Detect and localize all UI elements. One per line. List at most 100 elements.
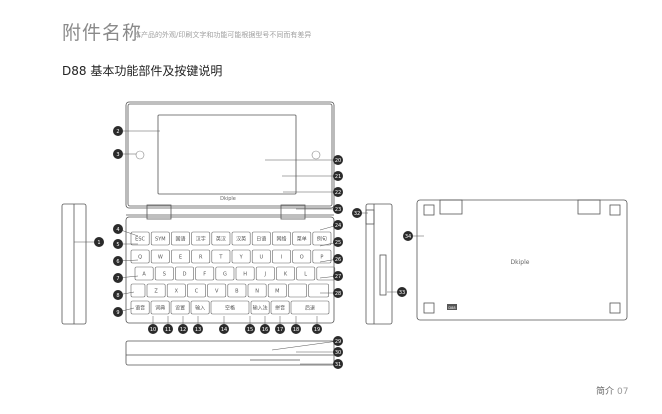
key-h-label: H <box>243 272 247 278</box>
key-n[interactable] <box>247 283 267 298</box>
key-row5-4[interactable] <box>210 300 250 315</box>
callout-marker <box>333 237 343 247</box>
callout-number: 14 <box>221 327 227 333</box>
key-fn-2[interactable] <box>171 231 190 246</box>
model-badge <box>447 304 457 310</box>
key-enter[interactable] <box>316 266 336 281</box>
key-o-label: O <box>300 255 304 261</box>
key-fn-5[interactable] <box>231 231 251 246</box>
callout-number: 29 <box>335 339 341 345</box>
callout-marker <box>148 324 158 334</box>
key-row5-7-label: 后退 <box>305 305 315 312</box>
key-f[interactable] <box>195 266 215 281</box>
keyboard-housing <box>125 216 335 324</box>
callout-marker <box>397 287 407 297</box>
key-z[interactable] <box>146 283 166 298</box>
key-fn-6-label: 日语 <box>256 236 266 243</box>
callout-number: 7 <box>116 276 119 282</box>
key-k[interactable] <box>276 266 295 281</box>
key-fn-8-label: 菜单 <box>297 236 307 243</box>
model-badge-text: D88 <box>448 306 455 310</box>
key-row5-2-label: 设置 <box>175 305 185 312</box>
callout-number: 27 <box>335 274 341 280</box>
key-u[interactable] <box>251 249 271 264</box>
callout-number: 3 <box>116 152 119 158</box>
key-b[interactable] <box>227 283 247 298</box>
callout-number: 30 <box>335 350 341 356</box>
key-j-label: J <box>264 272 266 278</box>
callout-marker <box>352 208 362 218</box>
key-o[interactable] <box>292 249 312 264</box>
callout-number: 12 <box>180 327 186 333</box>
callout-marker <box>178 324 188 334</box>
key-row5-1[interactable] <box>150 300 170 315</box>
key-m-label: M <box>275 289 279 295</box>
key-fn-2-label: 国语 <box>175 236 185 243</box>
key-n-label: N <box>255 289 259 295</box>
key-i[interactable] <box>272 249 291 264</box>
key-row5-5[interactable] <box>250 300 270 315</box>
key-fn-9[interactable] <box>312 231 332 246</box>
key-w-label: W <box>158 255 163 261</box>
callout-number: 22 <box>335 190 341 196</box>
key-fn-4[interactable] <box>211 231 231 246</box>
key-up[interactable] <box>288 283 307 298</box>
key-fn-4-label: 英汉 <box>216 236 226 243</box>
callout-marker <box>275 324 285 334</box>
key-x[interactable] <box>166 283 186 298</box>
key-fn-7[interactable] <box>272 231 291 246</box>
key-a[interactable] <box>134 266 154 281</box>
key-k-label: K <box>284 272 288 278</box>
key-e[interactable] <box>171 249 190 264</box>
key-row5-2[interactable] <box>170 300 190 315</box>
key-row5-0[interactable] <box>130 300 150 315</box>
key-fn-8[interactable] <box>292 231 312 246</box>
right-side-view <box>365 203 393 325</box>
page-number: 07 <box>617 387 629 397</box>
key-i-label: I <box>281 255 282 261</box>
key-y[interactable] <box>231 249 251 264</box>
key-t[interactable] <box>211 249 231 264</box>
key-c[interactable] <box>187 283 206 298</box>
key-row5-3[interactable] <box>190 300 210 315</box>
key-m[interactable] <box>267 283 287 298</box>
key-s[interactable] <box>154 266 174 281</box>
key-p[interactable] <box>312 249 332 264</box>
key-j[interactable] <box>255 266 275 281</box>
key-row5-7[interactable] <box>290 300 330 315</box>
callout-marker <box>113 273 123 283</box>
key-r[interactable] <box>191 249 211 264</box>
key-d[interactable] <box>175 266 194 281</box>
callout-marker <box>245 324 255 334</box>
key-v[interactable] <box>207 283 227 298</box>
brand-label: Dkiple <box>220 196 236 202</box>
key-y-label: Y <box>239 255 244 261</box>
callout-marker <box>113 149 123 159</box>
key-fn-6[interactable] <box>251 231 271 246</box>
key-fn-0[interactable] <box>130 231 150 246</box>
key-row5-3-label: 输入 <box>195 305 205 312</box>
key-g[interactable] <box>215 266 235 281</box>
key-r-label: R <box>199 255 203 261</box>
key-row5-6[interactable] <box>270 300 290 315</box>
key-l[interactable] <box>296 266 316 281</box>
bottom-view <box>125 340 335 366</box>
footer-section: 简介 <box>596 387 615 397</box>
callout-number: 31 <box>335 362 341 368</box>
key-w[interactable] <box>150 249 170 264</box>
key-fn-0-label: ESC <box>135 237 145 243</box>
callout-marker <box>312 324 322 334</box>
key-fn-3[interactable] <box>191 231 211 246</box>
callout-number: 6 <box>116 259 119 265</box>
key-shift[interactable] <box>130 283 146 298</box>
disclaimer-note: 本产品的外观/印刷文字和功能可能根据型号不同而有差异 <box>134 31 312 39</box>
key-fn-1[interactable] <box>150 231 170 246</box>
callout-marker <box>260 324 270 334</box>
key-h[interactable] <box>235 266 255 281</box>
callout-number: 20 <box>335 158 341 164</box>
key-q[interactable] <box>130 249 150 264</box>
key-row5-1-label: 词典 <box>155 305 165 312</box>
key-return[interactable] <box>308 283 329 298</box>
callout-marker <box>333 187 343 197</box>
